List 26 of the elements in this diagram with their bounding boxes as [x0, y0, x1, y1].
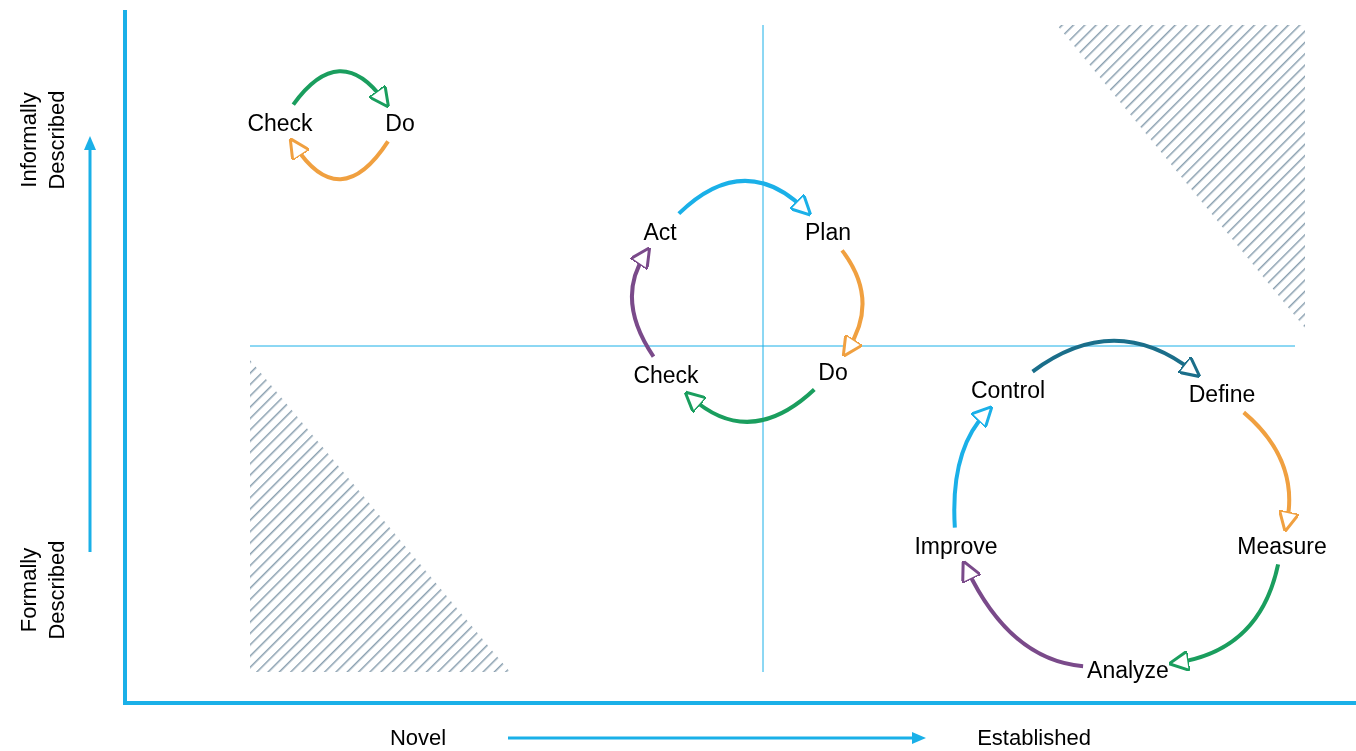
- curved-arrow: [961, 559, 1084, 669]
- curved-arrow: [840, 249, 865, 358]
- curved-arrow: [683, 388, 816, 424]
- axis-label: Established: [977, 724, 1091, 751]
- curved-arrow: [288, 137, 390, 182]
- step-label: Act: [643, 217, 677, 247]
- axis-label: Informally Described: [14, 89, 69, 192]
- step-label: Do: [385, 108, 415, 138]
- step-label: Check: [633, 360, 699, 390]
- curved-arrow: [677, 178, 813, 217]
- curved-arrow: [291, 69, 391, 109]
- step-label: Define: [1188, 379, 1256, 409]
- step-label: Plan: [805, 217, 851, 247]
- step-label: Do: [818, 357, 848, 387]
- step-label: Analyze: [1087, 655, 1169, 685]
- step-label: Check: [247, 108, 313, 138]
- step-label: Control: [970, 375, 1046, 405]
- curved-arrow: [952, 404, 994, 528]
- curved-arrow: [1242, 410, 1300, 533]
- step-label: Improve: [914, 531, 998, 561]
- step-label: Measure: [1237, 531, 1327, 561]
- curved-arrow: [1167, 563, 1281, 672]
- axis-label: Formally Described: [14, 539, 69, 642]
- curved-arrow: [628, 246, 656, 358]
- axis-label: Novel: [389, 724, 447, 751]
- curved-arrow: [1031, 338, 1202, 378]
